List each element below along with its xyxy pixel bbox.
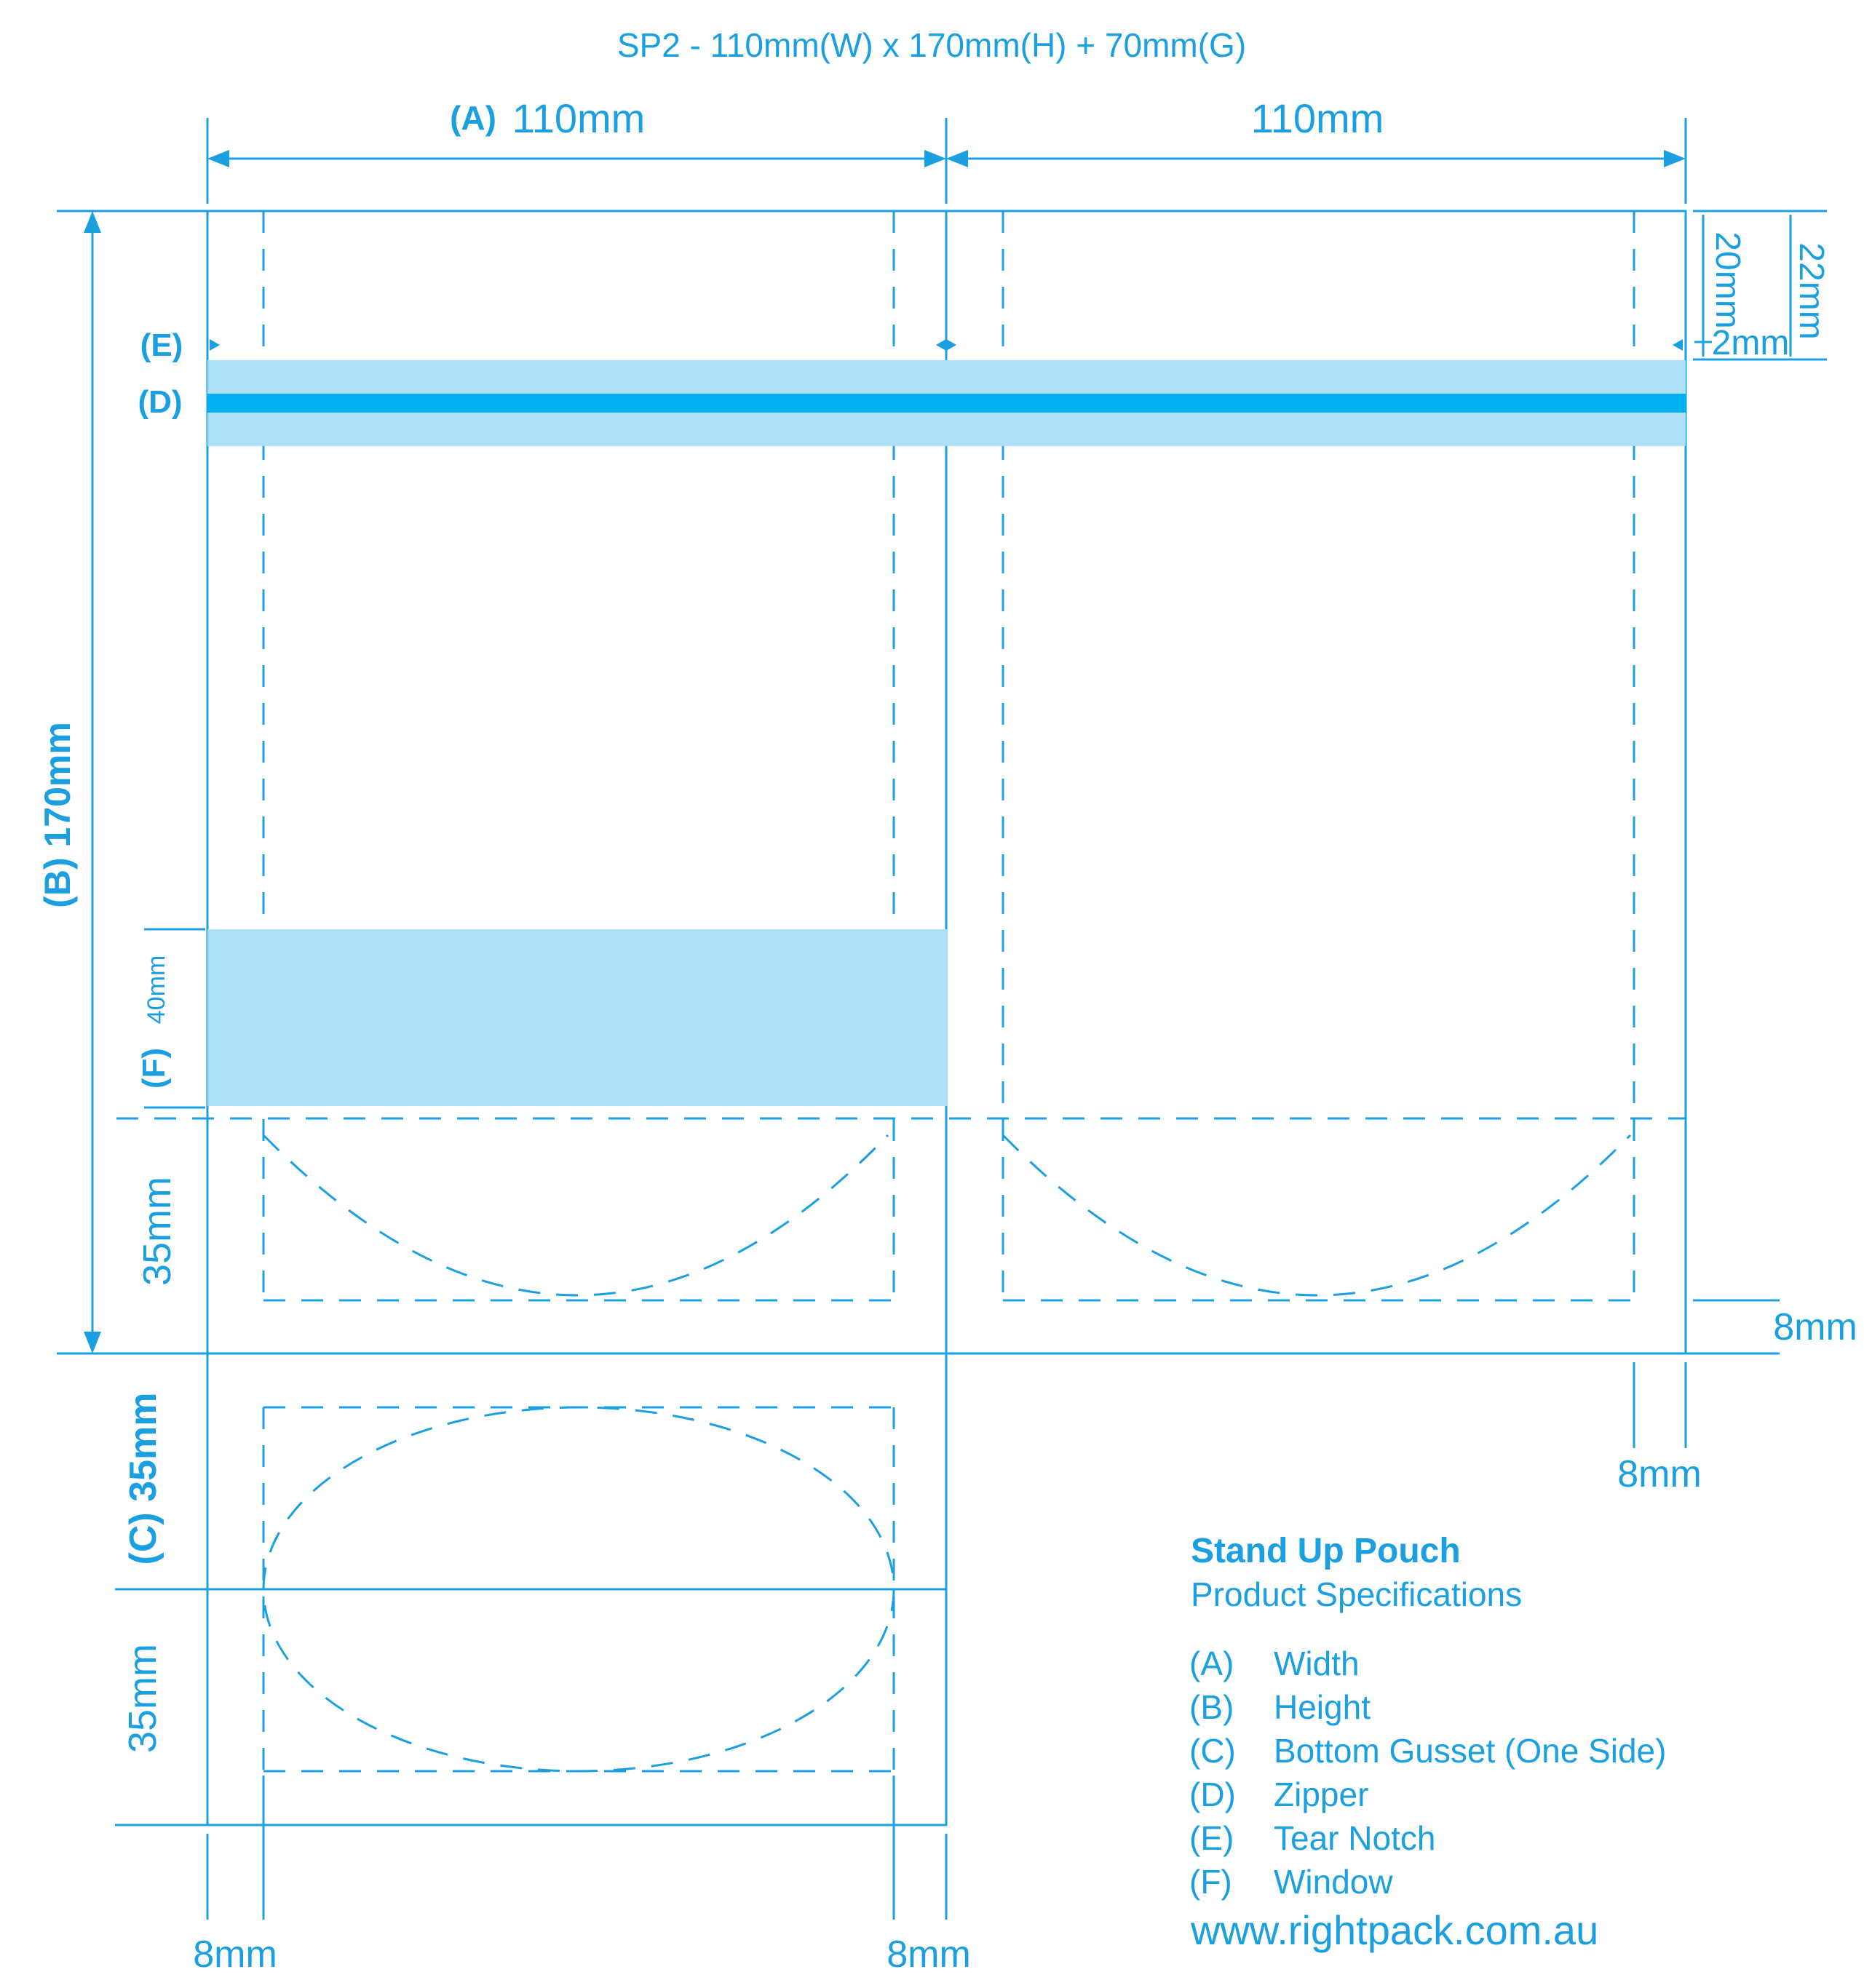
legend-subheading: Product Specifications [1191, 1575, 1522, 1613]
right-8mm-side: 8mm [1773, 1306, 1857, 1348]
seal-guides [116, 211, 1686, 1773]
legend-key-d: (D) [1189, 1776, 1236, 1813]
legend-label-b: Height [1274, 1688, 1371, 1726]
legend-label-c: Bottom Gusset (One Side) [1274, 1732, 1666, 1770]
dim-22mm: 22mm [1792, 242, 1831, 339]
window-dimension: (F) 40mm [136, 928, 205, 1109]
width-a-value: 110mm [512, 95, 646, 141]
bottom-seal-dimension: 8mm 8mm [193, 1776, 971, 1976]
legend-key-b: (B) [1189, 1688, 1234, 1726]
legend-key-a: (A) [1189, 1645, 1234, 1682]
window-f-letter: (F) [136, 1048, 172, 1089]
zipper-letter: (D) [138, 384, 182, 420]
legend-label-a: Width [1274, 1645, 1360, 1682]
dim-2mm: 2mm [1712, 324, 1790, 362]
gusset-c-label: (C) 35mm [122, 1393, 164, 1565]
zipper-line [207, 394, 1686, 413]
tear-notch-markers [210, 339, 1683, 351]
height-dimension: (B) 170mm [37, 210, 207, 1355]
bottom-8mm-left: 8mm [193, 1933, 277, 1976]
window-area [207, 929, 948, 1106]
diagram-title: SP2 - 110mm(W) x 170mm(H) + 70mm(G) [617, 26, 1246, 64]
height-b-label: (B) 170mm [37, 722, 78, 908]
width-a-letter: (A) [450, 99, 496, 137]
window-40mm: 40mm [143, 955, 170, 1024]
legend-key-c: (C) [1189, 1732, 1236, 1770]
gusset-upper-35mm: 35mm [135, 1177, 179, 1286]
website-link[interactable]: www.rightpack.com.au [1190, 1907, 1598, 1953]
legend-heading: Stand Up Pouch [1191, 1532, 1461, 1570]
legend-label-d: Zipper [1274, 1776, 1368, 1813]
width-a2-value: 110mm [1251, 95, 1384, 141]
dim-20mm: 20mm [1708, 231, 1747, 328]
right-seal-dimension: 8mm 8mm [1617, 1299, 1857, 1495]
tear-notch-letter: (E) [140, 327, 183, 363]
legend-key-f: (F) [1189, 1863, 1232, 1901]
gusset-lower-35mm: 35mm [121, 1644, 164, 1753]
legend-key-e: (E) [1189, 1819, 1234, 1857]
width-dimension: (A) 110mm 110mm [206, 95, 1687, 204]
legend-label-e: Tear Notch [1274, 1819, 1435, 1857]
bottom-8mm-right: 8mm [887, 1933, 971, 1976]
zipper-position-dimension: 20mm 22mm 2mm [1693, 210, 1831, 362]
spec-legend: Stand Up Pouch Product Specifications (A… [1189, 1532, 1666, 1953]
pouch-outline [115, 210, 1780, 1826]
legend-label-f: Window [1274, 1863, 1393, 1901]
right-8mm-bottom: 8mm [1617, 1453, 1702, 1495]
